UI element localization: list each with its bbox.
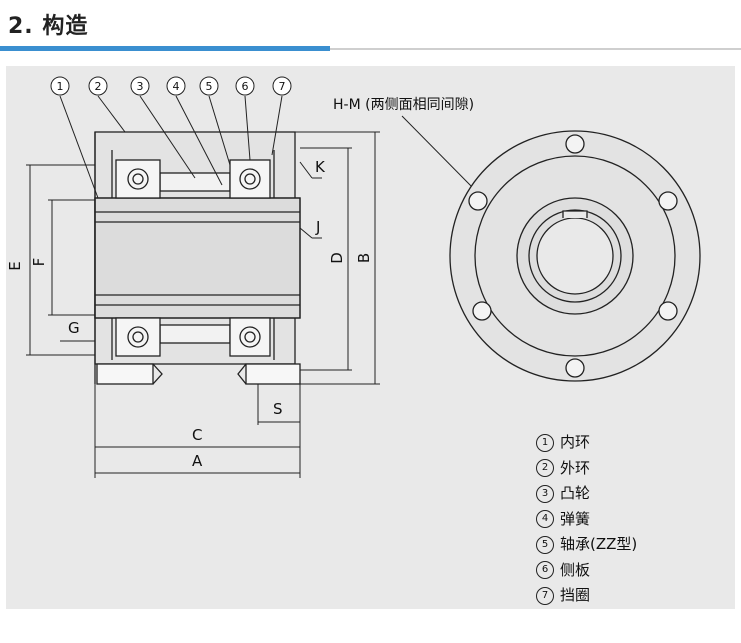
callout-6: 6 bbox=[242, 80, 249, 93]
legend-item: 6 侧板 bbox=[536, 558, 637, 584]
callout-circles bbox=[50, 76, 292, 96]
section-title: 2. 构造 bbox=[8, 14, 89, 39]
cross-section bbox=[94, 131, 301, 385]
callout-3: 3 bbox=[137, 80, 144, 93]
legend-number: 3 bbox=[536, 484, 554, 503]
dimension-lines bbox=[26, 131, 380, 478]
bearing-top-right bbox=[229, 159, 271, 199]
legend-item: 1 内环 bbox=[536, 430, 637, 456]
legend-label: 凸轮 bbox=[560, 484, 591, 502]
legend-label: 弹簧 bbox=[560, 509, 591, 528]
callout-4: 4 bbox=[173, 80, 180, 93]
bearing-bottom-right bbox=[229, 317, 271, 357]
legend-item: 7 挡圈 bbox=[536, 583, 637, 609]
legend-label: 内环 bbox=[560, 433, 591, 451]
legend-label: 侧板 bbox=[560, 560, 591, 579]
dim-k-label: K bbox=[315, 158, 326, 176]
legend-label: 轴承(ZZ型) bbox=[560, 535, 638, 553]
dim-d-label: D bbox=[328, 252, 346, 264]
dim-g-label: G bbox=[68, 319, 80, 337]
legend-item: 4 弹簧 bbox=[536, 507, 637, 533]
legend-number: 4 bbox=[536, 510, 554, 528]
dim-f-label: F bbox=[30, 258, 48, 267]
dim-s-label: S bbox=[273, 400, 283, 418]
callout-2: 2 bbox=[95, 80, 102, 93]
legend-item: 3 凸轮 bbox=[536, 481, 637, 507]
legend-item: 2 外环 bbox=[536, 456, 637, 482]
callout-leaders bbox=[59, 95, 476, 199]
legend-item: 5 轴承(ZZ型) bbox=[536, 532, 637, 558]
hole-note: H-M (两侧面相同间隙) bbox=[333, 97, 474, 113]
legend-number: 2 bbox=[536, 459, 554, 477]
callout-5: 5 bbox=[206, 80, 213, 93]
title-accent-bar bbox=[0, 46, 330, 51]
front-view bbox=[449, 130, 701, 382]
legend-number: 1 bbox=[536, 433, 554, 452]
dim-j-label: J bbox=[315, 218, 320, 236]
dim-c-label: C bbox=[192, 426, 202, 444]
title-divider bbox=[330, 48, 741, 50]
legend-label: 挡圈 bbox=[560, 586, 591, 604]
legend-number: 5 bbox=[536, 535, 554, 554]
dim-e-label: E bbox=[6, 261, 24, 270]
legend-number: 6 bbox=[536, 561, 554, 579]
callout-7: 7 bbox=[279, 80, 286, 93]
bearing-top-left bbox=[115, 159, 161, 199]
parts-legend: 1 内环 2 外环 3 凸轮 4 弹簧 5 轴承(ZZ型) 6 侧板 7 挡圈 bbox=[536, 430, 637, 609]
dim-a-label: A bbox=[192, 452, 203, 470]
legend-label: 外环 bbox=[560, 458, 591, 477]
legend-number: 7 bbox=[536, 586, 554, 605]
bearing-bottom-left bbox=[115, 317, 161, 357]
callout-1: 1 bbox=[57, 80, 64, 93]
dim-b-label: B bbox=[355, 253, 373, 263]
